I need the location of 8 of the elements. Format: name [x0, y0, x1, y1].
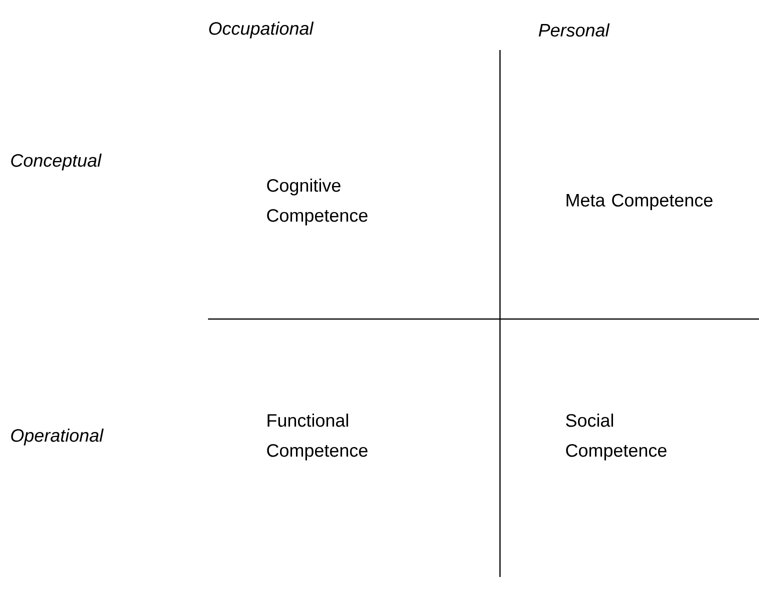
quadrant-label: Functional Competence — [267, 414, 368, 460]
quadrant-label: Meta Competence — [566, 194, 712, 210]
axis-label: Occupational — [209, 22, 314, 38]
quadrant-label: Social Competence — [566, 414, 666, 460]
quadrant-label: Cognitive Competence — [267, 178, 368, 226]
axis-label: Personal — [538, 23, 610, 37]
axis-label: Conceptual — [11, 154, 102, 170]
axis-label: Operational — [11, 428, 104, 446]
